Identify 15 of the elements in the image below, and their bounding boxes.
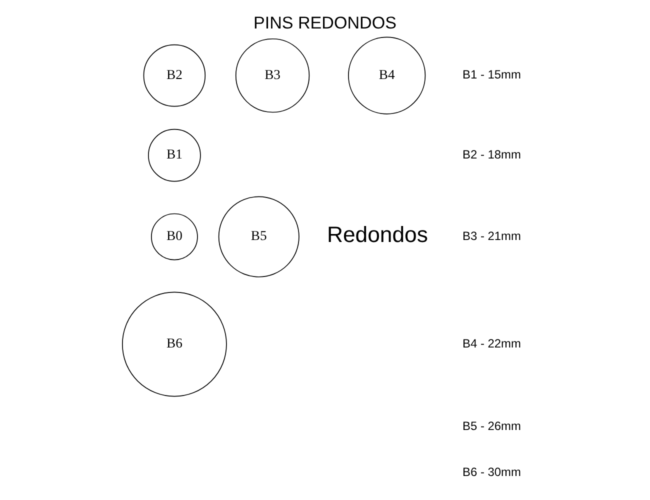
node-circle: B5	[218, 196, 300, 278]
node-circle: B1	[148, 128, 201, 182]
node-circle: B4	[348, 36, 426, 114]
label: B2 - 18mm	[462, 147, 521, 162]
node-circle: B0	[150, 213, 198, 260]
diagram-title: PINS REDONDOS	[253, 14, 397, 33]
label: B6 - 30mm	[462, 465, 521, 480]
label: B1 - 15mm	[462, 68, 521, 82]
node-circle: B3	[235, 38, 310, 113]
label: Redondos	[326, 222, 428, 248]
node-circle: B2	[143, 44, 206, 107]
label: B3 - 21mm	[462, 228, 521, 243]
label: B4 - 22mm	[462, 336, 521, 350]
node-circle: B6	[122, 292, 227, 397]
label: B5 - 26mm	[462, 419, 521, 434]
